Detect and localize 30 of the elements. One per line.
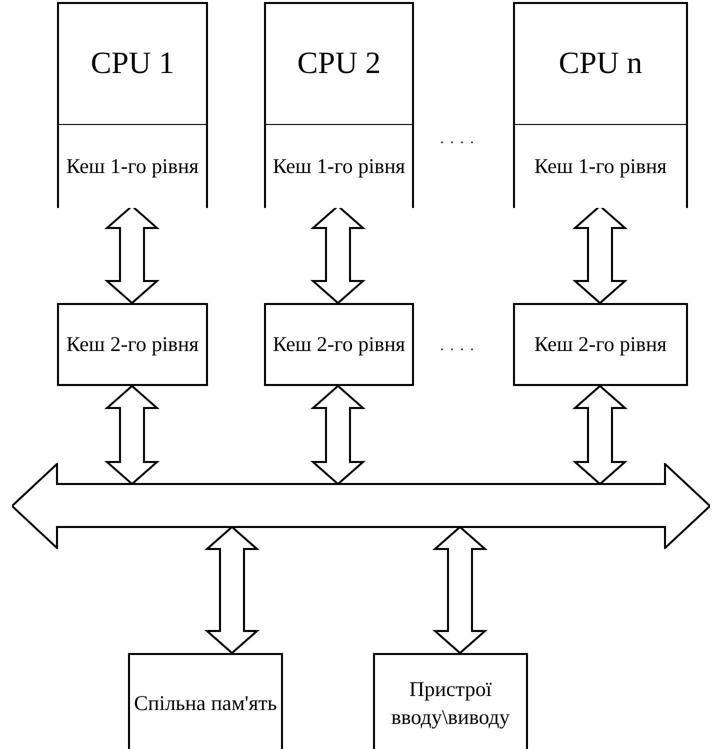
double-arrow [104,384,160,486]
processor-label: CPU n [558,44,642,82]
block-box [264,303,414,386]
double-arrow [432,526,488,654]
ellipsis-dots: . . . . [440,130,475,148]
block-label: Кеш 1-го рівня [534,153,667,180]
cache-box [59,124,206,208]
block-label: Пристрої вводу\виводу [390,676,511,731]
processor-label: CPU 2 [297,44,381,82]
block-label: Кеш 1-го рівня [66,153,199,180]
cache-box [266,124,412,208]
block-box [57,303,208,386]
double-arrow [204,526,260,654]
cache-box [515,124,686,208]
block-box [513,303,688,386]
ellipsis-dots: . . . . [440,337,475,355]
block-box [128,653,283,749]
block-label: Кеш 2-го рівня [272,331,406,358]
processor-box [264,2,414,208]
block-label: Кеш 1-го рівня [272,153,406,180]
block-box [373,653,528,749]
block-label: Кеш 2-го рівня [534,331,667,358]
processor-box [513,2,688,208]
block-label: Кеш 2-го рівня [66,331,199,358]
double-arrow [572,384,628,486]
block-label: Спільна пам'ять [134,690,277,717]
bus-arrow [12,463,710,549]
double-arrow [310,384,366,486]
processor-label: CPU 1 [90,44,174,82]
processor-box [57,2,208,208]
